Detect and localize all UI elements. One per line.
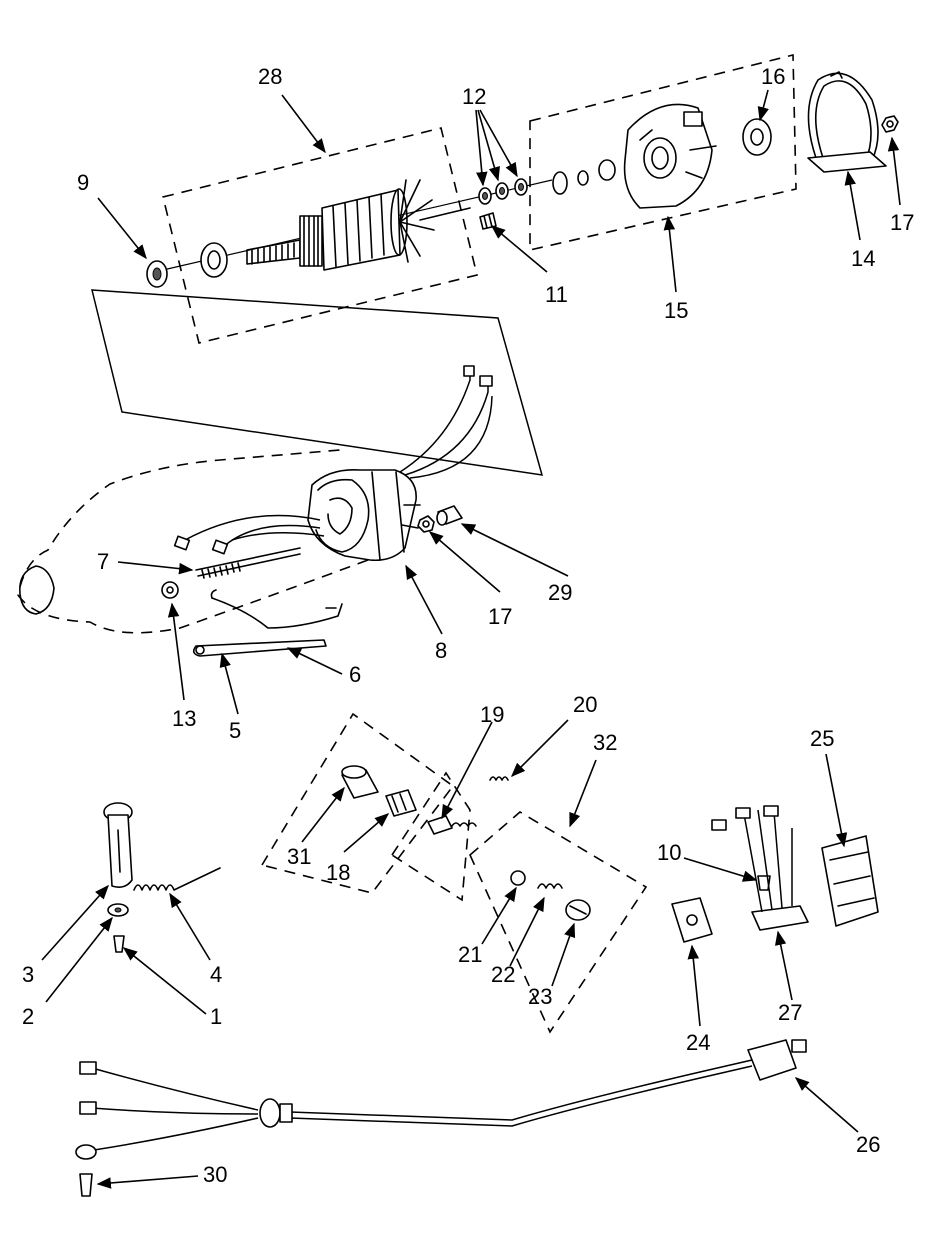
terminal-part-21 [510,870,526,886]
callout-10: 10 [657,840,681,865]
callout-1: 1 [210,1004,222,1029]
spring-part-4 [133,867,221,891]
callout-24: 24 [686,1030,710,1055]
lever-part-3 [103,802,133,888]
clip-part-24 [671,897,713,943]
nut-part-17-mid [417,515,435,533]
brush-part-18 [385,789,417,817]
armature-part-28 [246,179,471,271]
callout-9: 9 [77,170,89,195]
callout-19: 19 [480,702,504,727]
callout-17-top: 17 [890,210,914,235]
bearing-part-16 [742,118,772,156]
armature-assembly-group-box [162,127,478,344]
bracket-part-14 [807,71,887,173]
brush-holder-group-box [260,712,455,894]
callout-7: 7 [97,549,109,574]
callout-12: 12 [462,84,486,109]
end-bell-part-15 [552,103,717,209]
callout-8: 8 [435,638,447,663]
callout-13: 13 [172,706,196,731]
brush-part-19 [427,815,477,835]
callout-3: 3 [22,962,34,987]
field-leads [173,365,493,555]
housing-end [19,565,55,615]
switch-part-27 [711,805,809,931]
callout-31: 31 [287,844,311,869]
end-bell-assembly-group-box [529,53,797,252]
callout-5: 5 [229,718,241,743]
spacer-part-29 [436,505,463,526]
callout-18: 18 [326,860,350,885]
leader-lines [41,89,901,1189]
motor-field-part-8 [307,468,421,562]
brush-group-box [390,771,471,902]
callout-21: 21 [458,942,482,967]
callout-27: 27 [778,1000,802,1025]
callout-15: 15 [664,298,688,323]
callout-28: 28 [258,64,282,89]
callout-20: 20 [573,692,597,717]
callout-17-mid: 17 [488,604,512,629]
thrust-washer-part-9 [146,260,168,288]
screw-part-7 [195,547,301,579]
callout-25: 25 [810,726,834,751]
brush-cap-group-box [469,811,648,1034]
lockwasher-part-13 [161,581,179,599]
washers-part-12 [478,178,528,205]
brush-cap-part-23 [565,899,591,921]
housing-outline [17,449,369,634]
lever-part-5 [192,639,327,657]
washer-part-2 [107,903,129,917]
nut-part-17-top [881,115,899,133]
power-cord-part-26 [75,1039,807,1160]
switch-part-25 [821,835,879,927]
callout-14: 14 [851,246,875,271]
spring-part-20 [489,776,509,781]
callout-30: 30 [203,1162,227,1187]
callout-4: 4 [210,962,222,987]
spring-part-22 [537,883,563,889]
callout-32: 32 [593,730,617,755]
callout-23: 23 [528,984,552,1009]
callout-2: 2 [22,1004,34,1029]
brush-holder-part-31 [341,765,379,799]
callout-29: 29 [548,580,572,605]
callout-11: 11 [545,282,568,307]
callout-26: 26 [856,1132,880,1157]
screw-part-1 [113,935,125,953]
callout-16: 16 [761,64,785,89]
bearing-part [200,242,228,278]
callout-22: 22 [491,962,515,987]
spring-part-6 [210,589,343,629]
callout-6: 6 [349,662,361,687]
motor-field-outline-box [91,289,544,476]
screw-part-30 [79,1173,93,1197]
